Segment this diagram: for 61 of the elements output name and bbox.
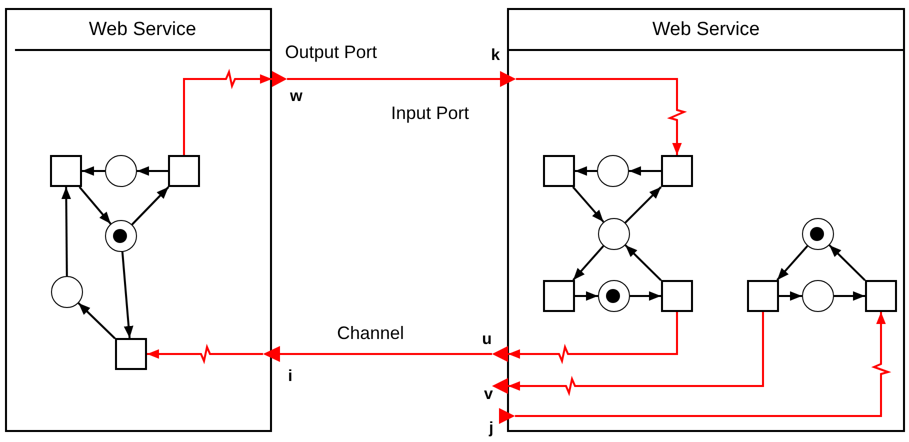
port-arrowhead <box>499 408 515 424</box>
transition-box <box>168 155 200 187</box>
port-arrowhead <box>492 378 508 394</box>
transition-box <box>50 155 82 187</box>
channel-arrow <box>515 312 892 417</box>
channel-arrow <box>147 344 263 364</box>
arc-arrow <box>779 291 802 301</box>
service-panel <box>5 8 272 432</box>
service-panel <box>507 8 905 432</box>
place-circle <box>598 218 630 250</box>
service-title: Web Service <box>652 19 760 40</box>
transition-box <box>543 155 575 187</box>
arc-arrow <box>78 186 112 224</box>
port-arrowhead <box>272 71 287 87</box>
transition-box <box>543 280 575 312</box>
transition-box <box>747 280 779 312</box>
port-label: j <box>489 420 494 438</box>
arc-arrow <box>121 252 134 338</box>
channel-arrow <box>508 312 678 364</box>
transition-box <box>115 338 147 370</box>
place-circle <box>598 280 630 312</box>
place-circle <box>802 280 834 312</box>
port-arrowhead <box>500 71 516 87</box>
arc-arrow <box>834 291 865 301</box>
place-circle <box>597 155 629 187</box>
transition-box <box>865 280 897 312</box>
port-caption: Input Port <box>391 103 470 124</box>
transition-box <box>661 155 693 187</box>
transition-box <box>661 280 693 312</box>
place-circle <box>802 218 834 250</box>
arc-arrow <box>61 186 71 276</box>
port-caption: Output Port <box>285 42 378 63</box>
port-label: v <box>484 386 493 404</box>
arc-arrow <box>828 244 866 282</box>
port-label: k <box>491 47 500 65</box>
arc-arrow <box>572 245 604 281</box>
place-circle <box>51 276 83 308</box>
arc-arrow <box>131 186 170 226</box>
arc-arrow <box>78 302 116 340</box>
port-label: w <box>290 88 302 106</box>
channel-arrow <box>516 78 687 155</box>
arc-arrow <box>629 166 661 176</box>
arc-arrow <box>572 186 604 223</box>
arc-arrow <box>575 166 597 176</box>
port-arrowhead <box>492 346 508 362</box>
arc-arrow <box>630 291 661 301</box>
place-circle <box>105 220 137 252</box>
place-circle <box>105 155 137 187</box>
arc-arrow <box>624 244 662 282</box>
channel-arrow <box>183 68 272 155</box>
arc-arrow <box>776 245 808 281</box>
arc-arrow <box>575 291 598 301</box>
channel-arrow <box>508 312 764 396</box>
arc-arrow <box>82 166 105 176</box>
port-label: u <box>482 331 492 349</box>
arc-arrow <box>624 186 662 224</box>
port-caption: Channel <box>337 323 404 344</box>
service-title: Web Service <box>88 19 196 40</box>
port-arrowhead <box>263 346 280 362</box>
port-label: i <box>288 368 292 386</box>
arc-arrow <box>137 166 168 176</box>
